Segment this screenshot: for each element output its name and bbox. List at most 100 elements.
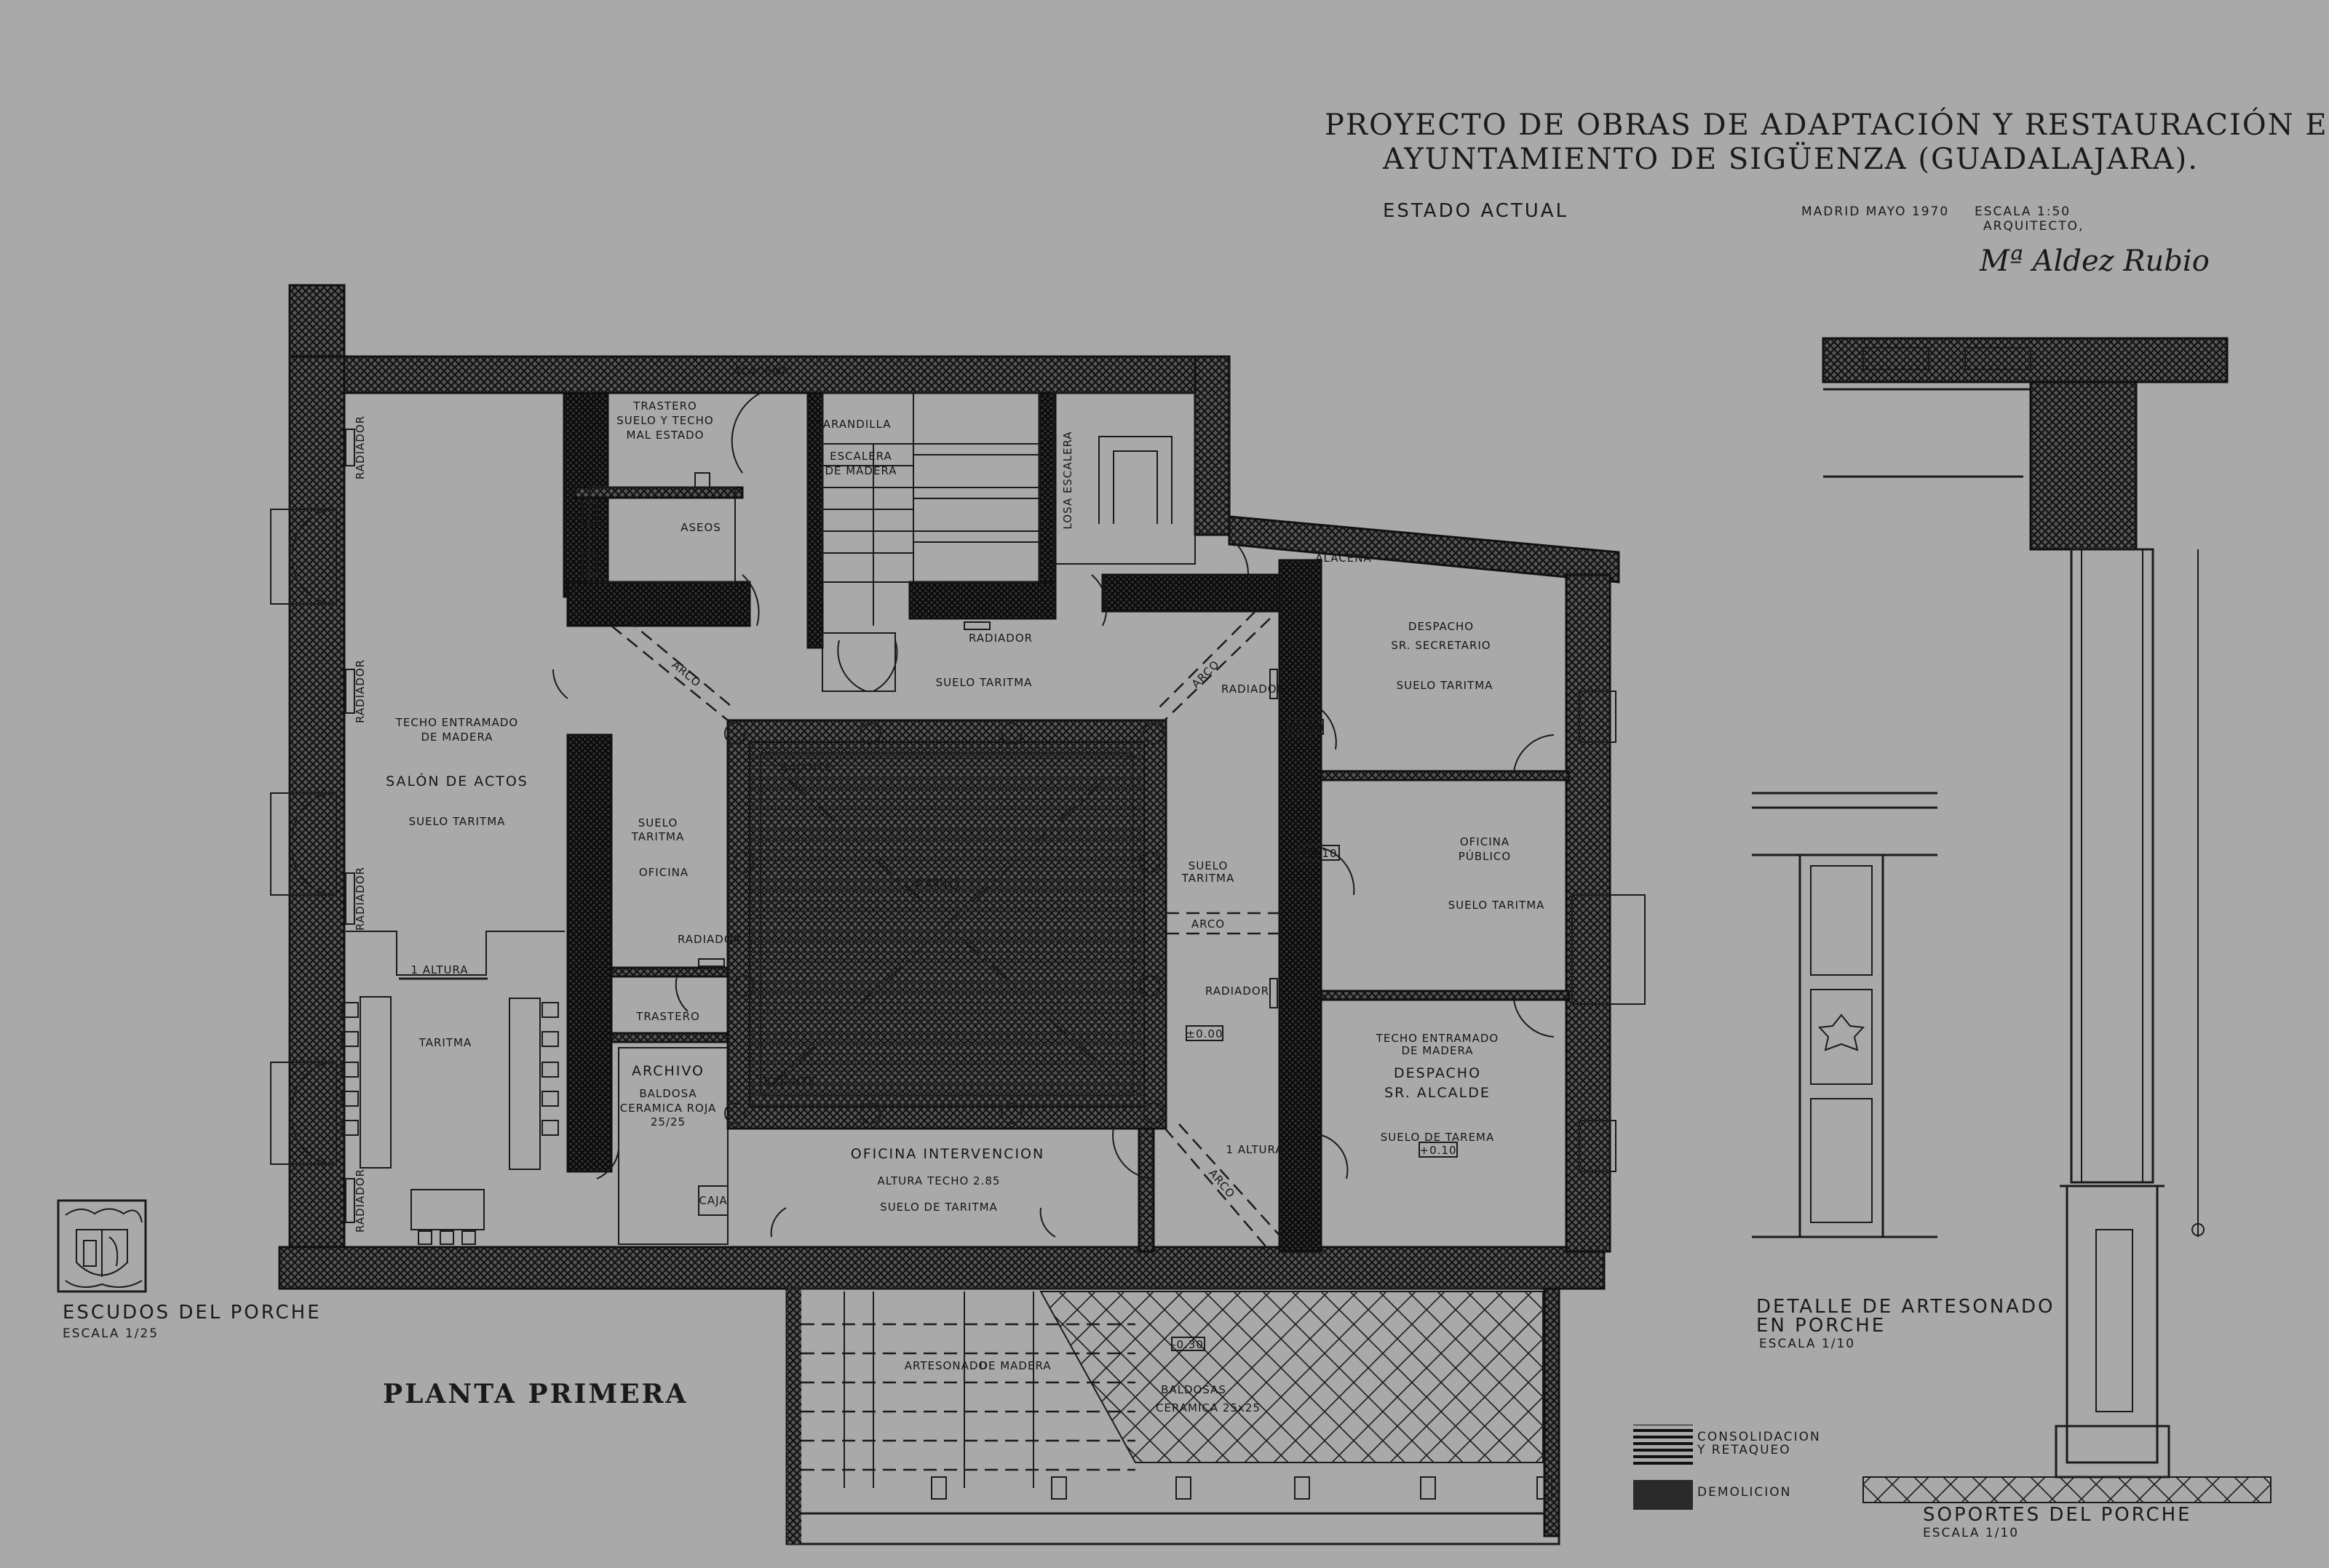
room-label: TRASTERO [632,399,697,413]
east-wall [1565,573,1611,1253]
stair-slab [1052,392,1196,565]
floor-label: SUELO TARITMA [409,815,506,828]
slanted-north-wall [1228,515,1620,584]
platform-label: TARITMA [418,1036,472,1049]
porch-floor-label: CERAMICA 25x25 [1156,1401,1261,1414]
floor-plan: TRASTERO SUELO Y TECHO MAL ESTADO ASEOS … [270,284,1646,1545]
floor-label: SUELO TARITMA [1397,679,1493,692]
doors [552,392,1555,1238]
chimney-wall [288,284,346,359]
floor-label: BALDOSA [639,1087,697,1100]
artesonado-scale: ESCALA 1/10 [1759,1337,1855,1351]
level-label: +0.10 [1420,1144,1457,1157]
scale-label: ESCALA 1:50 [1975,204,2071,219]
interior-wall [574,486,744,499]
floor-label: SUELO DE TARITMA [880,1201,998,1214]
floor-label: TARITMA [1181,872,1234,885]
escudos-title: ESCUDOS DEL PORCHE [63,1302,322,1324]
room-label-oficina: OFICINA [639,866,689,879]
room-divider [1138,1126,1155,1253]
room-label: SUELO Y TECHO [616,414,714,427]
legend-consolidation: Y RETAQUEO [1697,1443,1791,1457]
project-title-line2: AYUNTAMIENTO DE SIGÜENZA (GUADALAJARA). [1382,142,2199,176]
stair-slab-label: LOSA ESCALERA [1061,431,1074,529]
safe-box [698,1185,729,1216]
date-place: MADRID MAYO 1970 [1801,204,1949,219]
porch-floor-label: BALDOSAS [1161,1383,1226,1396]
west-windows [270,509,337,1165]
consolidation-swatch [1633,1425,1693,1465]
cupboard-label: ALACENA [1315,552,1371,565]
stair-label: ESCALERA [830,450,892,463]
title-block: PROYECTO DE OBRAS DE ADAPTACIÓN Y RESTAU… [1325,108,2329,278]
level-label: ±0.00 [1186,1027,1223,1040]
room-label-patio: PATIO [915,877,961,893]
safe-label: CAJA [699,1194,727,1207]
room-label-despacho-alcalde: SR. ALCALDE [1384,1085,1491,1101]
demolition-swatch [1633,1480,1693,1510]
west-wall [288,355,346,1290]
room-label-oficina-publico: PÚBLICO [1459,849,1511,863]
east-rooms-wall [1278,559,1322,1253]
level-boxes [1186,719,1458,1158]
radiator-label: RADIADOR [354,867,367,931]
coffered-ceiling-detail: DETALLE DE ARTESONADO EN PORCHE ESCALA 1… [1752,792,2055,1351]
patio [724,719,1167,1130]
porch-ceiling-label: ARTESONADO [905,1359,988,1372]
project-title-line1: PROYECTO DE OBRAS DE ADAPTACIÓN Y RESTAU… [1325,108,2329,142]
floor-label: SUELO [1189,859,1229,872]
room-divider [1320,770,1570,781]
legend-consolidation: CONSOLIDACION [1697,1430,1821,1444]
radiator-label: RADIADOR [1221,682,1285,696]
soportes-scale: ESCALA 1/10 [1923,1526,2019,1540]
room-label-oficina-intervencion: OFICINA INTERVENCION [851,1146,1044,1162]
room-divider [1320,990,1570,1001]
floor-label: SUELO TARITMA [936,676,1033,689]
archive-tiled-floor [618,1047,729,1245]
radiator-label: RADIADOR [354,659,367,723]
legend-demolition: DEMOLICION [1697,1485,1791,1500]
arch-label: ARCO [1191,918,1225,931]
radiator-label: RADIADOR [1205,984,1269,998]
room-label-trastero: TRASTERO [635,1010,700,1023]
porch [785,1287,1560,1545]
height-label: 1 ALTURA [410,963,468,976]
downpipe-label: BAJANTE [780,761,833,774]
drawing-status: ESTADO ACTUAL [1383,200,1568,222]
cupboard-label: ALACENA [733,365,789,378]
room-divider [610,966,729,978]
legend: CONSOLIDACION Y RETAQUEO DEMOLICION [1633,1425,1821,1510]
artesonado-title: DETALLE DE ARTESONADO [1756,1296,2055,1318]
railing-label: BARANDILLA [814,418,891,431]
coat-of-arms-detail: ESCUDOS DEL PORCHE ESCALA 1/25 [57,1199,322,1341]
level-label: -0.30 [1172,1338,1204,1351]
room-label-oficina-publico: OFICINA [1460,835,1509,848]
room-label-aseos: ASEOS [681,521,721,534]
stair-wall [806,391,824,649]
room-label-despacho-secretario: SR. SECRETARIO [1391,639,1491,652]
escudos-scale: ESCALA 1/25 [63,1326,159,1341]
toilets-fixtures [582,472,736,583]
level-label: +0.10 [1288,721,1325,734]
radiator-label: RADIADOR [354,1169,367,1233]
architect-signature: Mª Aldez Rubio [1979,244,2210,278]
interior-wall [566,581,751,627]
plan-title: PLANTA PRIMERA [383,1379,688,1409]
room-label-archivo: ARCHIVO [632,1063,705,1079]
floor-label: SUELO TARITMA [1448,899,1545,912]
ceiling-label: TECHO ENTRAMADO [1376,1032,1499,1045]
floor-label: SUELO DE TAREMA [1381,1131,1495,1144]
porch-support-elevation: SOPORTES DEL PORCHE ESCALA 1/10 [1822,337,2272,1540]
room-label: MAL ESTADO [627,429,705,442]
porch-ceiling-label: DE MADERA [979,1359,1051,1372]
artesonado-title: EN PORCHE [1756,1315,1886,1337]
wooden-staircase [822,392,1040,692]
architect-label: ARQUITECTO, [1983,219,2084,234]
radiator-label: RADIADOR [678,933,742,946]
room-divider [610,1032,729,1043]
stair-label: DE MADERA [825,464,897,477]
floor-label: 25/25 [651,1115,686,1129]
floor-label: TARITMA [631,830,684,843]
room-label-despacho-alcalde: DESPACHO [1394,1065,1481,1081]
interior-wall [1101,573,1282,613]
